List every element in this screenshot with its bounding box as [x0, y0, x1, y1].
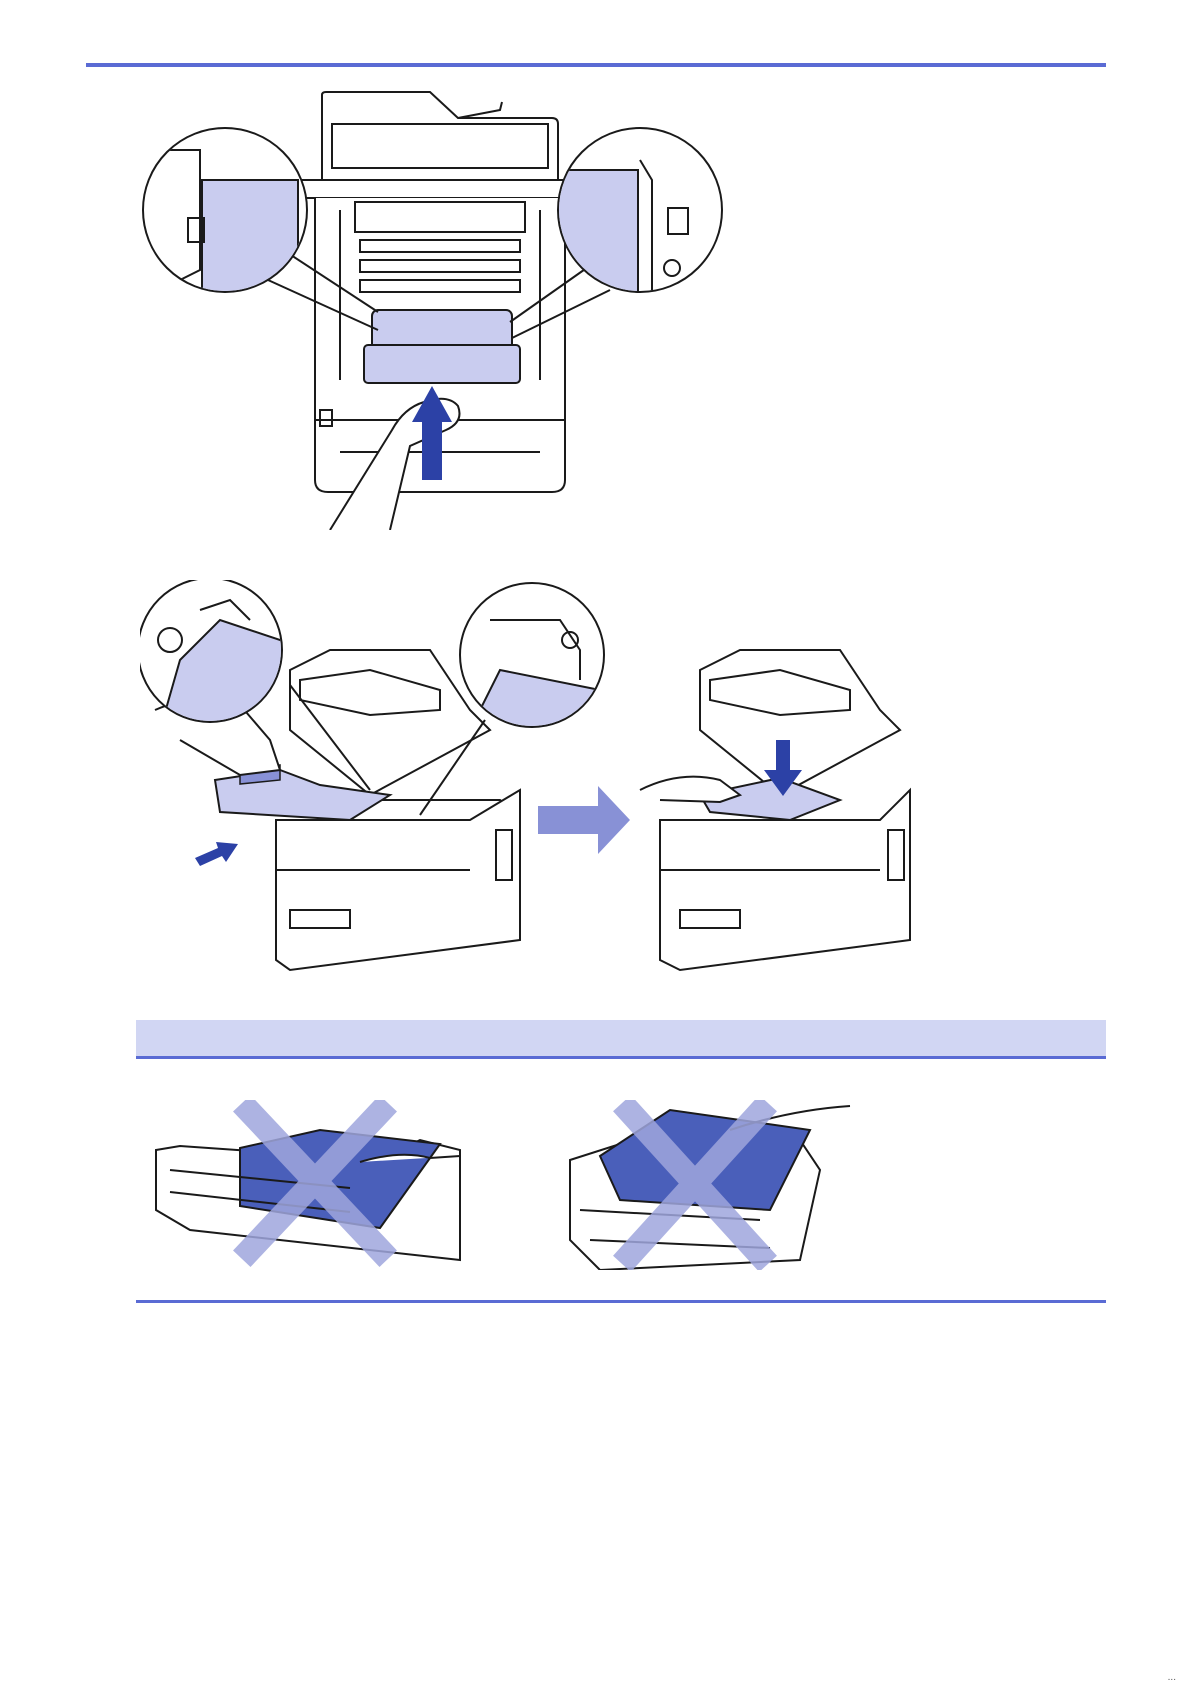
top-rule — [86, 63, 1106, 67]
note-bottom-rule — [136, 1300, 1106, 1303]
figure-insert-belt-unit — [140, 580, 960, 980]
note-header-bar — [136, 1020, 1106, 1056]
belt-unit-do-not-touch-icon — [150, 1100, 910, 1270]
printer-open-top-hand-lift-icon — [140, 90, 780, 530]
printer-insert-belt-icon — [140, 580, 960, 980]
figure-do-not-touch-belt — [150, 1100, 910, 1270]
footer-page-mark: ... — [1168, 1672, 1176, 1683]
figure-remove-waste-toner-box — [140, 90, 780, 530]
note-top-rule — [136, 1056, 1106, 1059]
